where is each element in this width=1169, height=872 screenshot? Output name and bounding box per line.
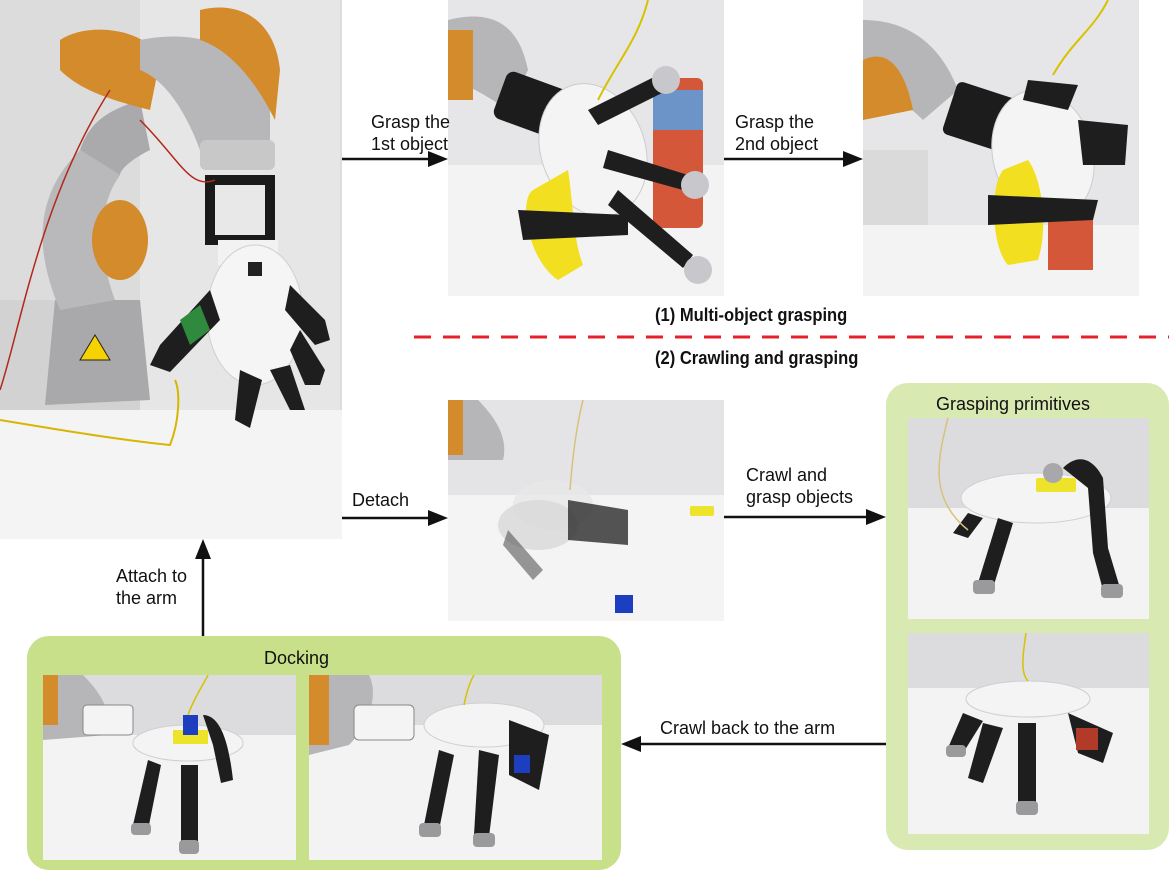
photo-docking-2	[309, 675, 602, 860]
robot-arm-illustration	[0, 0, 342, 539]
arrow-right-icon	[342, 510, 448, 526]
section-title-crawling-and-grasping: (2) Crawling and grasping	[655, 348, 859, 368]
arrow-right-icon	[724, 151, 863, 167]
label-crawl-back: Crawl back to the arm	[660, 718, 836, 738]
detach-illustration	[448, 400, 724, 621]
label-crawl-grasp-line1: Crawl and	[746, 465, 828, 485]
docking-1-illustration	[43, 675, 296, 860]
arrow-left-icon	[621, 736, 886, 752]
photo-grasp-first-object	[448, 0, 724, 296]
group-title-grasping-primitives: Grasping primitives	[936, 394, 1091, 414]
photo-grasp-second-object	[863, 0, 1139, 296]
section-title-multi-object-grasping: (1) Multi-object grasping	[655, 305, 848, 325]
label-grasp-second-line2: 2nd object	[735, 134, 819, 154]
arrow-up-icon	[195, 539, 211, 636]
photo-primitive-top-grasp	[908, 418, 1149, 619]
label-grasp-first-line1: Grasp the	[371, 112, 451, 132]
group-title-docking: Docking	[264, 648, 330, 668]
label-crawl-grasp-line2: grasp objects	[746, 487, 854, 507]
label-attach-line1: Attach to	[116, 566, 188, 586]
photo-primitive-side-grasp	[908, 633, 1149, 834]
label-grasp-first-line2: 1st object	[371, 134, 449, 154]
photo-docking-1	[43, 675, 296, 860]
arrow-right-icon	[724, 509, 886, 525]
arrow-right-icon	[342, 151, 448, 167]
label-attach-line2: the arm	[116, 588, 178, 608]
grasp-second-illustration	[863, 0, 1139, 296]
photo-arm-with-hand	[0, 0, 342, 539]
grasp-first-illustration	[448, 0, 724, 296]
primitive-top-illustration	[908, 418, 1149, 619]
photo-detach-sequence	[448, 400, 724, 621]
primitive-side-illustration	[908, 633, 1149, 834]
section-divider	[414, 335, 1169, 339]
label-detach: Detach	[352, 490, 410, 510]
label-grasp-second-line1: Grasp the	[735, 112, 815, 132]
docking-2-illustration	[309, 675, 602, 860]
